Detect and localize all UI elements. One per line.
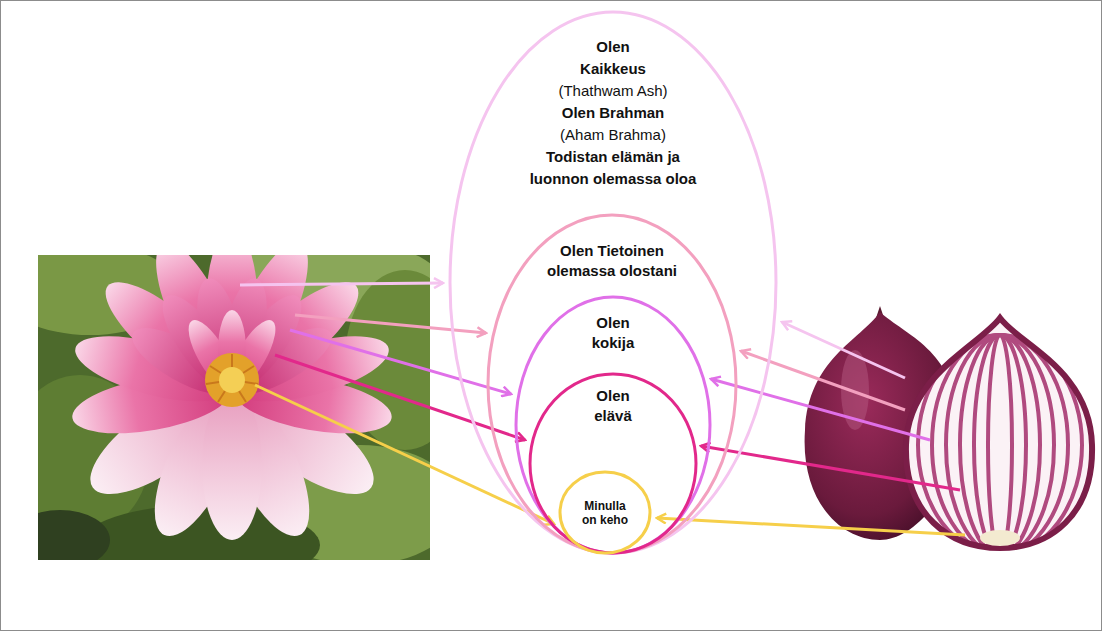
- ellipse-stroke: [488, 215, 736, 553]
- node-text-group: Olen elävä: [528, 386, 698, 426]
- node-heading: Olen Brahman: [513, 102, 713, 124]
- node-heading: Olen elävä: [583, 386, 643, 426]
- ellipse-stroke: [450, 12, 776, 553]
- node-note: (Aham Brahma): [513, 124, 713, 146]
- node-heading: Minulla on keho: [576, 499, 634, 527]
- onion-photo: [805, 306, 1092, 555]
- node-text-group: Olen Kaikkeus(Thathwam Ash)Olen Brahman(…: [448, 36, 778, 190]
- ellipse-stroke: [530, 374, 696, 553]
- node-text-group: Minulla on keho: [558, 499, 652, 527]
- ellipse-node: Minulla on keho: [558, 470, 652, 555]
- node-heading: Olen Kaikkeus: [568, 36, 658, 80]
- ellipse-stroke: [560, 472, 650, 553]
- node-text-group: Olen Tietoinen olemassa olostani: [486, 241, 738, 281]
- lotus-photo: [38, 255, 430, 560]
- pointer-arrows: [240, 283, 965, 535]
- node-heading: Olen Tietoinen olemassa olostani: [537, 241, 687, 281]
- ellipse-stroke: [516, 297, 710, 553]
- node-heading: Olen kokija: [578, 313, 648, 353]
- ellipse-node: Olen Tietoinen olemassa olostaniOlen kok…: [486, 213, 738, 555]
- ellipse-node: Olen kokijaOlen eläväMinulla on keho: [514, 295, 712, 555]
- ellipse-node: Olen Kaikkeus(Thathwam Ash)Olen Brahman(…: [448, 10, 778, 555]
- node-text-group: Olen kokija: [514, 313, 712, 353]
- node-note: (Thathwam Ash): [513, 80, 713, 102]
- ellipse-node: Olen eläväMinulla on keho: [528, 372, 698, 555]
- node-heading: Todistan elämän ja luonnon olemassa oloa: [518, 146, 708, 190]
